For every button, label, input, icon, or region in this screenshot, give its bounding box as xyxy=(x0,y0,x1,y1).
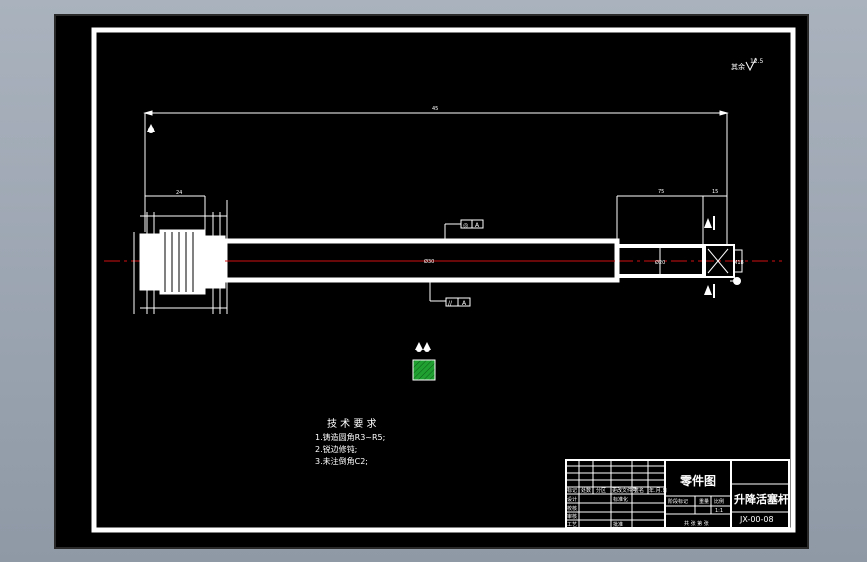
left-label: 校核 xyxy=(567,505,577,512)
dim-left-segment xyxy=(145,195,206,232)
dim-dia-end-label: M18 xyxy=(733,260,744,266)
part-name: 升降活塞杆 xyxy=(734,492,789,506)
scale-value: 1:1 xyxy=(715,508,723,514)
material-hatch-swatch xyxy=(412,359,436,381)
section-arrow-top-icon xyxy=(704,216,715,230)
drawing-number: JX-00-08 xyxy=(739,515,774,524)
drawing-type: 零件图 xyxy=(679,473,716,488)
datum-symbol-icon xyxy=(730,277,741,285)
row-label: 处数 xyxy=(581,487,591,494)
left-label: 设计 xyxy=(567,496,577,503)
dim-right-1-label: 75 xyxy=(658,189,664,195)
dim-right xyxy=(616,195,727,245)
roughness-symbol-icon xyxy=(745,57,757,72)
roughness-mark-left-icon xyxy=(147,124,155,133)
dim-overall xyxy=(143,110,729,245)
scale-label: 比例 xyxy=(714,498,724,505)
dim-dia-main-label: Ø30 xyxy=(424,258,434,265)
row-label: 分区 xyxy=(596,487,606,494)
roughness-symbols-icon xyxy=(415,342,431,352)
roughness-note: 其余 12.5 xyxy=(731,57,764,72)
left-label: 工艺 xyxy=(567,522,577,528)
dim-dia-small-label: Ø20 xyxy=(655,259,665,266)
tol-top-symbol: ◎ xyxy=(463,222,468,229)
row-label: 标记 xyxy=(567,487,577,494)
tech-requirements-title: 技 术 要 求 xyxy=(327,417,377,430)
left-label: 审核 xyxy=(567,513,577,520)
section-arrow-bottom-icon xyxy=(704,284,715,298)
stage-label: 阶段标记 xyxy=(668,498,688,505)
row-label: 签名 xyxy=(634,487,644,494)
std-label: 标准化 xyxy=(613,496,628,503)
rod-head xyxy=(133,200,228,314)
drawing-border xyxy=(91,27,796,533)
sheet-label: 共 张 第 张 xyxy=(684,520,709,527)
tol-bottom-value: A xyxy=(462,300,467,307)
weight-label: 重量 xyxy=(699,498,709,505)
dim-overall-label: 45 xyxy=(432,106,438,112)
title-block-text: 零件图 升降活塞杆 JX-00-08 阶段标记 重量 比例 1:1 标记 处数 … xyxy=(567,473,789,528)
tol-top-value: A xyxy=(475,222,480,229)
tech-requirement-item: 3.未注倒角C2; xyxy=(315,456,368,466)
rod-small-end xyxy=(615,244,743,278)
approve-label: 批准 xyxy=(613,521,623,528)
tech-requirements: 技 术 要 求 1.铸造圆角R3~R5; 2.锐边修钝; 3.未注倒角C2; xyxy=(315,417,385,466)
tolerance-frame-bottom xyxy=(429,280,471,307)
row-label: 年.月.日 xyxy=(649,487,667,494)
roughness-note-label: 其余 xyxy=(731,62,745,71)
tolerance-frame-top xyxy=(444,219,484,243)
tol-bottom-symbol: // xyxy=(448,300,453,307)
tech-requirement-item: 2.锐边修钝; xyxy=(315,444,357,454)
row-label: 更改文件号 xyxy=(612,487,637,494)
title-block xyxy=(565,459,790,529)
tech-requirement-item: 1.铸造圆角R3~R5; xyxy=(315,432,385,442)
dim-left-segment-label: 24 xyxy=(176,190,182,196)
dim-right-2-label: 15 xyxy=(712,189,718,195)
roughness-note-value: 12.5 xyxy=(750,58,764,65)
